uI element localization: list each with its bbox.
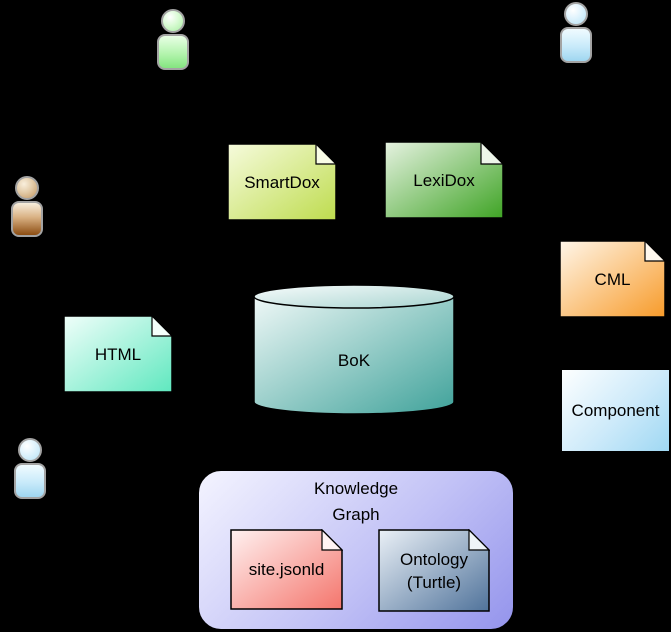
person-head-icon <box>18 438 42 462</box>
person-icon-green <box>157 9 189 70</box>
person-head-icon <box>564 2 588 26</box>
node-html-document: HTML <box>63 315 173 393</box>
node-label: SmartDox <box>244 172 320 192</box>
label-line: Ontology <box>399 549 469 569</box>
node-component-rectangle: Component <box>561 369 670 452</box>
node-label: Ontology (Turtle) <box>378 529 490 612</box>
title-line: Knowledge <box>313 479 399 498</box>
person-head-icon <box>15 176 39 200</box>
node-bok-database-cylinder: BoK <box>253 284 455 415</box>
person-body-icon <box>560 27 592 63</box>
label-line: (Turtle) <box>406 572 462 592</box>
knowledge-graph-title: Knowledge Graph <box>199 476 513 528</box>
node-ontology-turtle-document: Ontology (Turtle) <box>378 529 490 612</box>
node-label: site.jsonld <box>248 560 325 579</box>
cylinder-shape <box>253 284 455 415</box>
node-label: LexiDox <box>413 170 475 190</box>
document-shape <box>63 315 173 393</box>
node-cml-document: CML <box>559 240 666 318</box>
title-line: Graph <box>332 505 380 524</box>
person-body-icon <box>11 201 43 237</box>
knowledge-graph-container: Knowledge Graph site.jsonld <box>197 469 515 631</box>
document-shape <box>384 141 504 219</box>
person-head-icon <box>161 9 185 33</box>
document-shape <box>227 143 337 221</box>
document-shape <box>559 240 666 318</box>
person-body-icon <box>14 463 46 499</box>
node-smartdox-document: SmartDox <box>227 143 337 221</box>
person-icon-blue-top <box>560 2 592 63</box>
node-label: CML <box>594 269 631 289</box>
person-icon-blue-bottom <box>14 438 46 499</box>
person-icon-brown <box>11 176 43 237</box>
document-shape <box>378 529 490 612</box>
node-label: HTML <box>94 344 142 364</box>
node-label: Component <box>571 401 660 420</box>
node-site-jsonld-document: site.jsonld <box>230 529 343 610</box>
document-shape <box>230 529 343 610</box>
person-body-icon <box>157 34 189 70</box>
node-label: BoK <box>337 350 371 370</box>
node-lexidox-document: LexiDox <box>384 141 504 219</box>
